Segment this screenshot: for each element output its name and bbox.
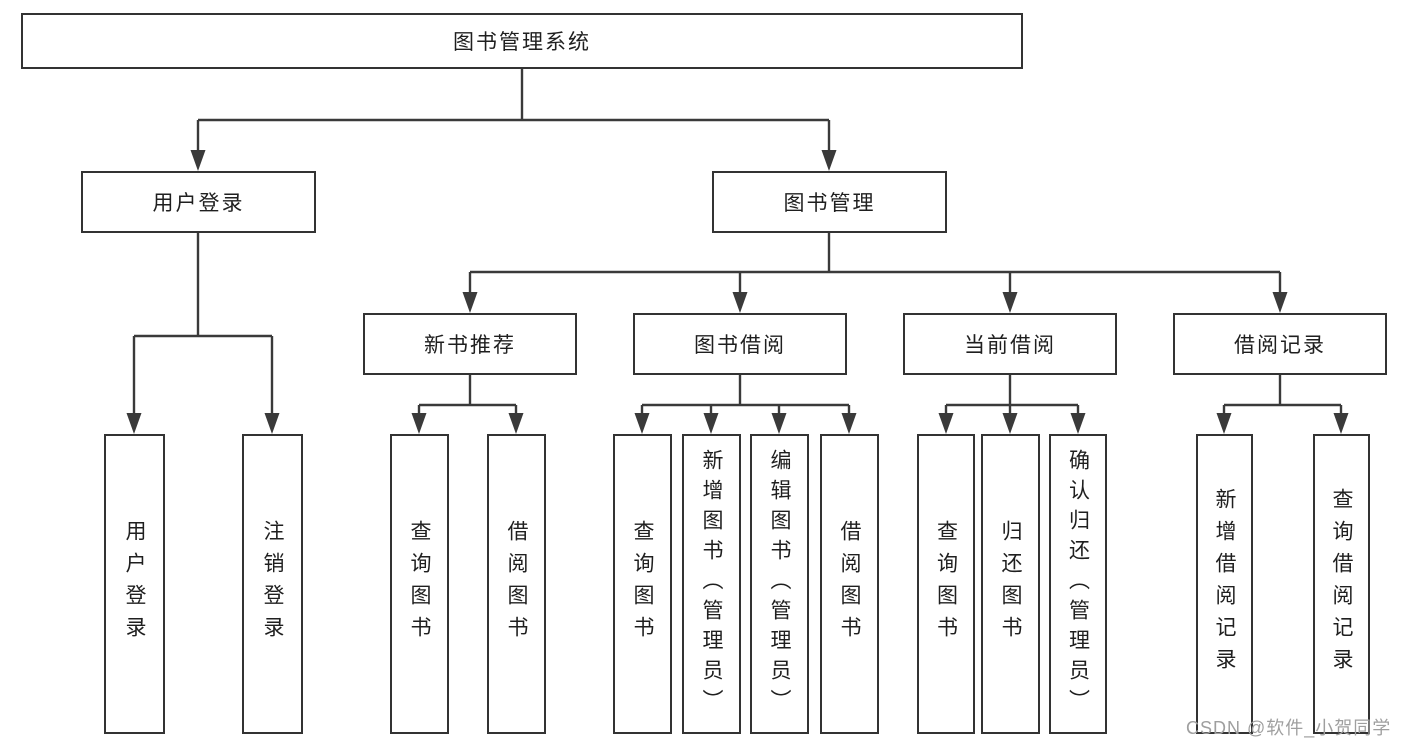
- arrowheads: [126, 150, 1349, 434]
- node-new-book-recommendation-label: 新书推荐: [424, 334, 516, 357]
- leaf-cb-confirm-return-admin: 确认归还（管理员）: [1049, 434, 1107, 734]
- node-book-management-label: 图书管理: [783, 192, 876, 215]
- leaf-user-login: 用户登录: [104, 434, 165, 734]
- leaf-cb-confirm-return-admin-label: 确认归还（管理员）: [1066, 449, 1090, 719]
- arrow-down-icon: [190, 150, 206, 171]
- node-root-system-label: 图书管理系统: [453, 31, 591, 54]
- arrow-down-icon: [703, 413, 719, 434]
- arrow-down-icon: [1070, 413, 1086, 434]
- leaf-bb-query-book: 查询图书: [613, 434, 672, 734]
- leaf-br-query-record-label: 查询借阅记录: [1330, 488, 1353, 680]
- leaf-bb-borrow-book-label: 借阅图书: [838, 520, 861, 648]
- node-borrowing-records: 借阅记录: [1173, 313, 1387, 375]
- arrow-down-icon: [732, 292, 748, 313]
- leaf-bb-add-book-admin-label: 新增图书（管理员）: [700, 449, 723, 719]
- leaf-br-query-record: 查询借阅记录: [1313, 434, 1370, 734]
- leaf-br-add-record-label: 新增借阅记录: [1213, 488, 1236, 680]
- leaf-bb-edit-book-admin: 编辑图书（管理员）: [750, 434, 809, 734]
- node-user-login: 用户登录: [81, 171, 316, 233]
- arrow-down-icon: [126, 413, 142, 434]
- arrow-down-icon: [411, 413, 427, 434]
- node-book-management: 图书管理: [712, 171, 947, 233]
- leaf-logout-login-label: 注销登录: [261, 520, 284, 648]
- leaf-bb-borrow-book: 借阅图书: [820, 434, 879, 734]
- leaf-cb-query-book: 查询图书: [917, 434, 975, 734]
- leaf-cb-return-book-label: 归还图书: [999, 520, 1022, 648]
- arrow-down-icon: [938, 413, 954, 434]
- leaf-bb-add-book-admin: 新增图书（管理员）: [682, 434, 741, 734]
- node-root-system: 图书管理系统: [21, 13, 1023, 69]
- leaf-cb-query-book-label: 查询图书: [934, 520, 958, 648]
- leaf-br-add-record: 新增借阅记录: [1196, 434, 1253, 734]
- node-new-book-recommendation: 新书推荐: [363, 313, 577, 375]
- arrow-down-icon: [1272, 292, 1288, 313]
- leaf-bb-edit-book-admin-label: 编辑图书（管理员）: [768, 449, 791, 719]
- leaf-nbr-borrow-book-label: 借阅图书: [505, 520, 528, 648]
- node-current-borrowing: 当前借阅: [903, 313, 1117, 375]
- node-book-borrowing: 图书借阅: [633, 313, 847, 375]
- node-book-borrowing-label: 图书借阅: [694, 334, 786, 357]
- node-borrowing-records-label: 借阅记录: [1234, 334, 1326, 357]
- arrow-down-icon: [264, 413, 280, 434]
- arrow-down-icon: [1216, 413, 1232, 434]
- leaf-cb-return-book: 归还图书: [981, 434, 1040, 734]
- arrow-down-icon: [841, 413, 857, 434]
- leaf-nbr-query-book-label: 查询图书: [408, 520, 431, 648]
- arrow-down-icon: [634, 413, 650, 434]
- arrow-down-icon: [1333, 413, 1349, 434]
- arrow-down-icon: [462, 292, 478, 313]
- arrow-down-icon: [508, 413, 524, 434]
- leaf-bb-query-book-label: 查询图书: [631, 520, 654, 648]
- arrow-down-icon: [1002, 413, 1018, 434]
- leaf-nbr-query-book: 查询图书: [390, 434, 449, 734]
- node-user-login-label: 用户登录: [152, 192, 245, 215]
- arrow-down-icon: [771, 413, 787, 434]
- arrow-down-icon: [1002, 292, 1018, 313]
- node-current-borrowing-label: 当前借阅: [964, 334, 1056, 357]
- leaf-user-login-label: 用户登录: [123, 520, 146, 648]
- csdn-watermark: CSDN @软件_小贺同学: [1186, 718, 1392, 738]
- leaf-logout-login: 注销登录: [242, 434, 303, 734]
- leaf-nbr-borrow-book: 借阅图书: [487, 434, 546, 734]
- arrow-down-icon: [821, 150, 837, 171]
